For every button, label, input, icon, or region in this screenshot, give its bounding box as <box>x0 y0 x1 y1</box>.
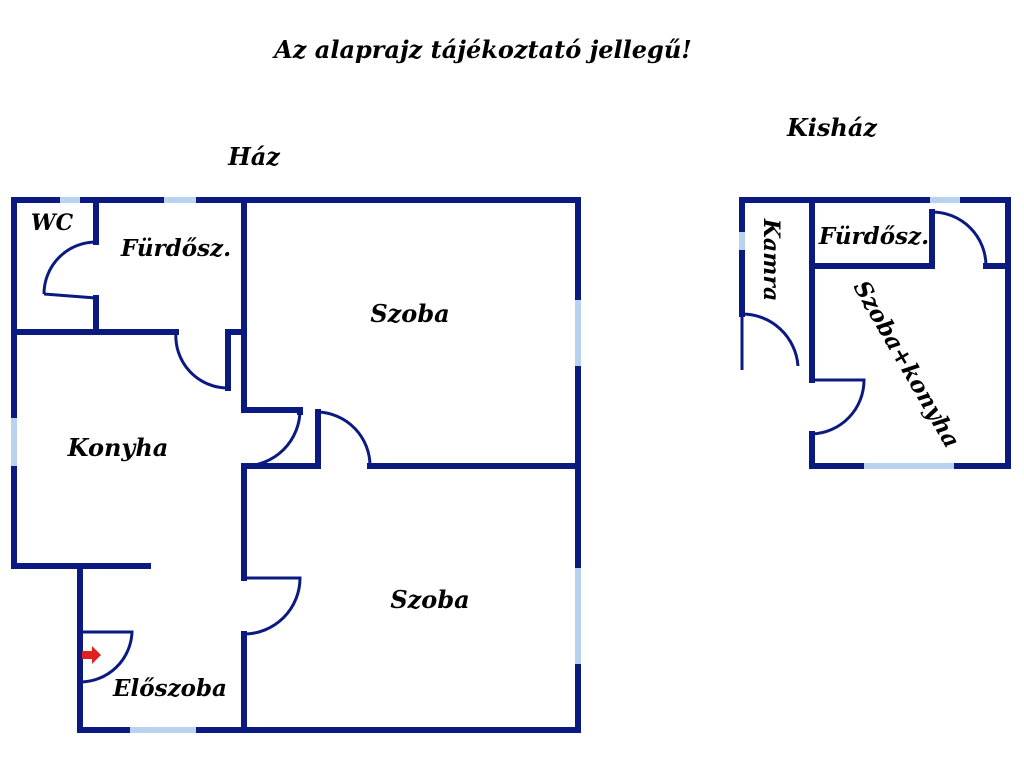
kishaz-title: Kisház <box>786 113 878 142</box>
kishaz-walls <box>739 197 1011 469</box>
kishaz-doors <box>740 210 988 436</box>
plan-disclaimer: Az alaprajz tájékoztató jellegű! <box>272 35 692 64</box>
room-label-eloszoba: Előszoba <box>112 675 227 702</box>
room-label-furdo: Fürdősz. <box>120 235 231 262</box>
room-label-kishaz-furdo: Fürdősz. <box>818 223 929 250</box>
room-label-wc: WC <box>31 210 74 236</box>
kishaz-plan: Kamra Fürdősz. Szoba+konyha <box>739 197 1011 469</box>
room-label-kamra: Kamra <box>758 218 784 302</box>
room-label-szoba-2: Szoba <box>390 585 469 614</box>
room-label-szoba-konyha: Szoba+konyha <box>848 276 966 453</box>
right-arrow-icon <box>82 646 101 664</box>
haz-windows <box>11 197 581 733</box>
kishaz-windows <box>739 197 960 469</box>
haz-plan: WC Fürdősz. Szoba Konyha Szoba Előszoba <box>11 197 581 733</box>
haz-title: Ház <box>227 142 281 171</box>
room-label-szoba-1: Szoba <box>370 299 449 328</box>
haz-walls <box>11 197 581 733</box>
haz-doors <box>42 240 372 684</box>
room-label-konyha: Konyha <box>67 433 169 462</box>
